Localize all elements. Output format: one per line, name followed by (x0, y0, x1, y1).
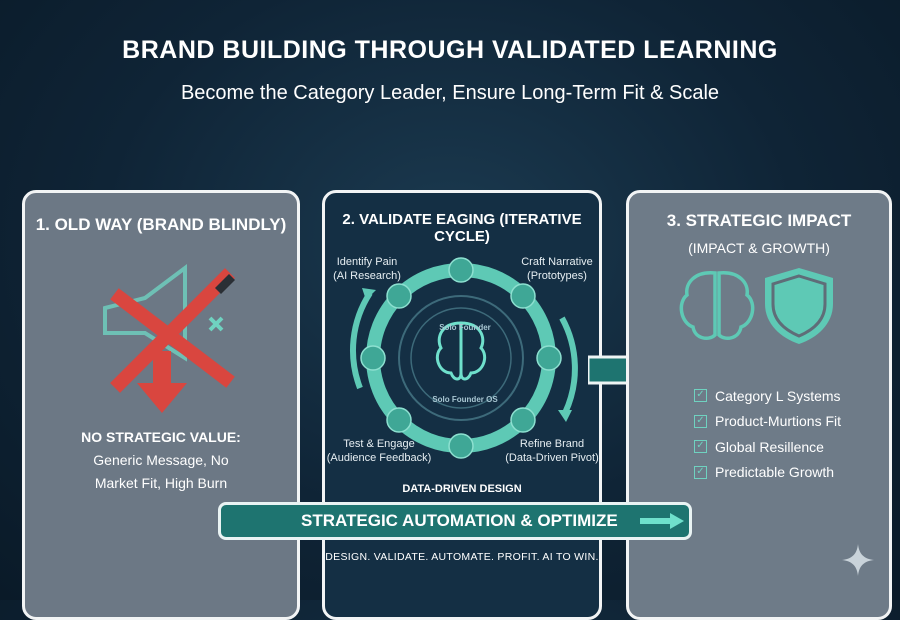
checklist-item: ✓Global Resillence (694, 434, 841, 460)
no-value-line2: Market Fit, High Burn (94, 475, 228, 491)
old-way-panel: 1. OLD WAY (BRAND BLINDLY) NO STRATEGIC … (22, 190, 300, 620)
impact-title: 3. STRATEGIC IMPACT (666, 211, 852, 230)
checkbox-icon: ✓ (694, 414, 707, 428)
tagline: DESIGN. VALIDATE. AUTOMATE. PROFIT. AI T… (325, 551, 599, 563)
automation-banner: STRATEGIC AUTOMATION & OPTIMIZE (218, 502, 692, 540)
megaphone-crossed-icon (103, 264, 235, 393)
checkbox-icon: ✓ (694, 440, 707, 454)
impact-panel: 3. STRATEGIC IMPACT (IMPACT & GROWTH) ✓C… (626, 190, 892, 620)
banner-label: STRATEGIC AUTOMATION & OPTIMIZE (301, 511, 618, 530)
page-subtitle: Become the Category Leader, Ensure Long-… (180, 82, 720, 104)
iterative-cycle-diagram (350, 257, 578, 459)
page-title: BRAND BUILDING THROUGH VALIDATED LEARNIN… (122, 36, 778, 64)
no-value-heading: NO STRATEGIC VALUE: (81, 429, 241, 445)
checklist-item: ✓Category L Systems (694, 383, 841, 409)
validate-title: 2. VALIDATE EAGING (ITERATIVE CYCLE) (342, 211, 582, 245)
step-test-engage: Test & Engage(Audience Feedback) (326, 438, 432, 464)
banner-arrow-icon (639, 513, 684, 529)
center-top-label: Solo Founder (439, 323, 491, 332)
impact-subtitle: (IMPACT & GROWTH) (688, 240, 830, 256)
checklist-item: ✓Predictable Growth (694, 460, 841, 486)
sparkle-icon (842, 544, 874, 576)
validate-panel: 2. VALIDATE EAGING (ITERATIVE CYCLE) Sol… (322, 190, 602, 620)
checkbox-icon: ✓ (694, 465, 707, 479)
old-way-title: 1. OLD WAY (BRAND BLINDLY) (35, 215, 287, 234)
shield-icon (765, 268, 833, 344)
checkbox-icon: ✓ (694, 389, 707, 403)
checklist-item: ✓Product-Murtions Fit (694, 409, 841, 435)
step-refine-brand: Refine Brand(Data-Driven Pivot) (505, 438, 599, 464)
brain-icon (679, 271, 755, 341)
no-value-line1: Generic Message, No (93, 452, 229, 468)
down-arrow-icon (137, 351, 187, 413)
center-bottom-label: Solo Founder OS (432, 395, 498, 404)
step-craft-narrative: Craft Narrative(Prototypes) (521, 256, 593, 282)
data-driven-label: DATA-DRIVEN DESIGN (402, 483, 522, 495)
step-identify-pain: Identify Pain(AI Research) (333, 256, 401, 282)
impact-checklist: ✓Category L Systems ✓Product-Murtions Fi… (694, 383, 841, 485)
